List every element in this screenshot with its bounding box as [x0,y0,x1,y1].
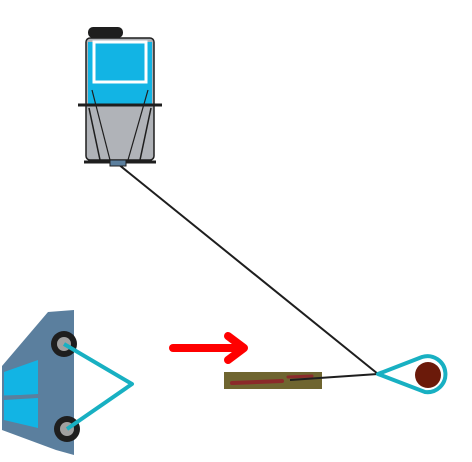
car-window-divider [1,394,41,399]
tow-truck [78,27,162,167]
car-harness [62,342,134,431]
pulley [376,354,448,395]
car-window-bottom [4,398,38,428]
truck-strut-right [139,107,152,161]
truck-roof-beacon [88,27,123,38]
truck-window-frame [92,40,148,84]
truck-strut-left [88,107,101,161]
truck-hitch [109,159,127,167]
direction-arrow [169,332,248,364]
right-arrow-icon [224,332,248,364]
pulley-hub [415,362,441,388]
pulley-loop [376,354,448,395]
truck-boom-left [91,89,111,161]
truck-rear-window [88,42,152,84]
stuck-car [1,310,134,455]
log-mark-short [286,374,314,379]
log-cable [289,373,379,381]
log-mark-long [230,379,284,385]
log-obstacle [224,372,322,389]
car-window-top [4,360,38,396]
truck-boom-right [127,89,149,161]
tow-cable [117,163,379,375]
truck-mid-panel [88,84,152,104]
